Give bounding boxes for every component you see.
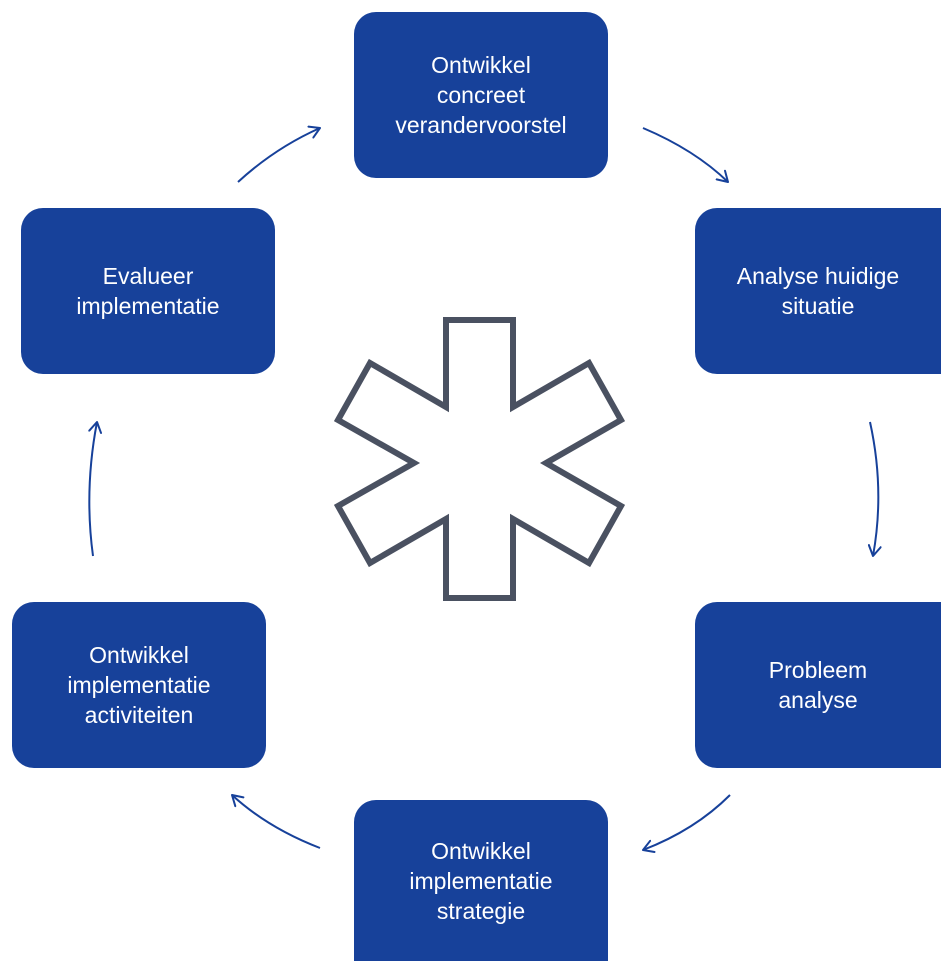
- arrow-bottom-to-left: [231, 794, 321, 849]
- step-label-line: Evalueer: [102, 263, 194, 289]
- step-box-analyse-huidige-situatie: Analyse huidige situatie: [695, 208, 941, 374]
- step-box-probleem-analyse: Probleem analyse: [695, 602, 941, 768]
- step-label-line: Ontwikkel: [89, 642, 189, 668]
- step-label-line: concreet: [436, 82, 526, 108]
- step-label-line: analyse: [778, 687, 858, 713]
- asterisk-outline-icon: [333, 317, 626, 601]
- arrow-top-to-right: [642, 127, 729, 183]
- step-label-line: strategie: [436, 897, 526, 924]
- step-box-evalueer-implementatie: Evalueer implementatie: [21, 208, 275, 374]
- step-box-implementatie-activiteiten: Ontwikkel implementatie activiteiten: [12, 602, 266, 768]
- arrow-evalueer-to-top: [237, 125, 321, 183]
- arrow-probleem-to-bottom: [642, 794, 731, 854]
- step-label-line: situatie: [781, 293, 855, 319]
- step-box-implementatie-strategie: Ontwikkel implementatie strategie: [354, 800, 608, 961]
- arrow-right-to-probleem: [867, 421, 882, 557]
- step-label-line: Probleem: [768, 657, 868, 683]
- step-label-line: implementatie: [409, 867, 553, 894]
- step-label-line: Analyse huidige: [736, 263, 900, 289]
- step-label-line: activiteiten: [84, 702, 194, 728]
- step-label-line: implementatie: [67, 672, 211, 698]
- step-label-line: implementatie: [76, 293, 220, 319]
- arrow-left-to-evalueer: [88, 421, 103, 557]
- step-label-line: Ontwikkel: [431, 837, 531, 864]
- step-box-ontwikkel-verandervoorstel: Ontwikkel concreet verandervoorstel: [354, 12, 608, 178]
- step-label-line: verandervoorstel: [395, 112, 567, 138]
- step-label-line: Ontwikkel: [431, 52, 531, 78]
